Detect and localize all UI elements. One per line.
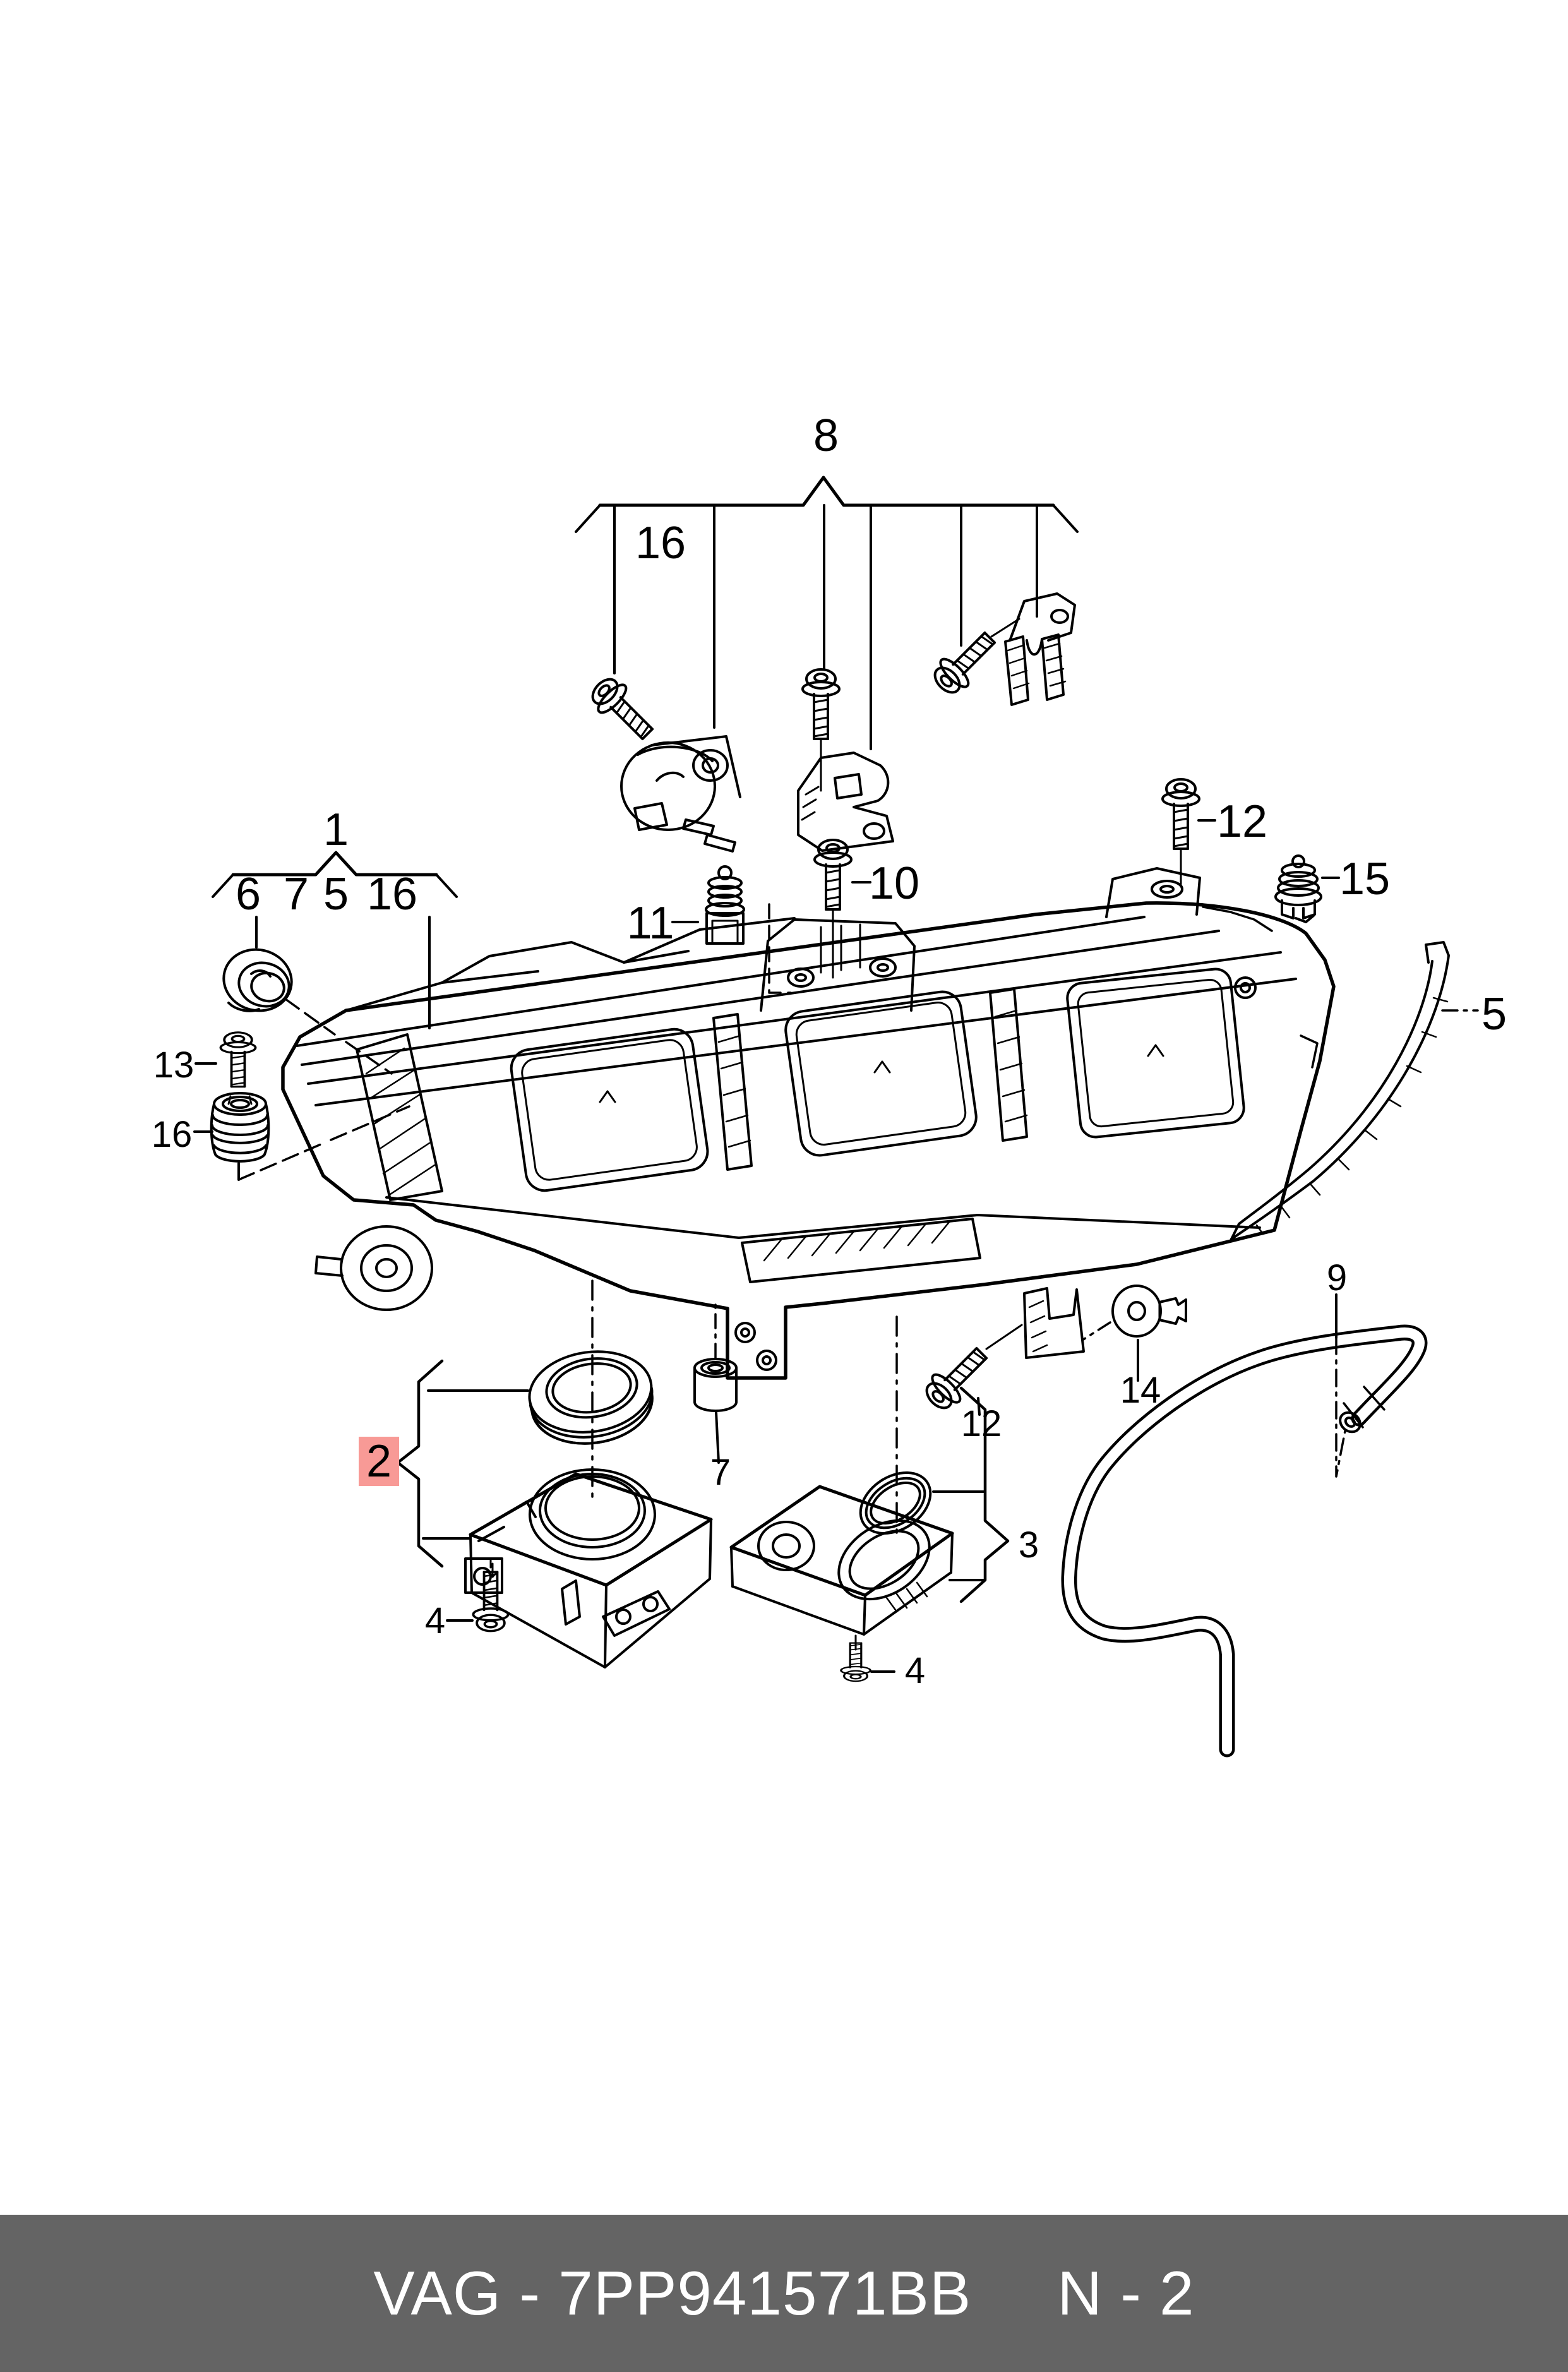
led-module-2-icon: [464, 1468, 713, 1668]
part-label-13: 13: [153, 1045, 195, 1086]
screw-4-bottom-icon: [840, 1634, 871, 1682]
part-label-6: 6: [236, 869, 261, 919]
part-label-11: 11: [627, 898, 674, 949]
cap-6-icon: [222, 948, 393, 1075]
part-label-4-left: 4: [425, 1600, 445, 1641]
part-label-4-bottom: 4: [905, 1650, 925, 1691]
part-label-16-left: 16: [152, 1114, 193, 1155]
leveling-motor-screw-icon: [585, 672, 661, 747]
hose-9-icon: [1061, 1324, 1428, 1758]
fastener-14-icon: [1111, 1285, 1187, 1338]
middle-bracket-icon: [797, 752, 894, 852]
part-label-5-row: 5: [323, 869, 349, 919]
part-label-9: 9: [1327, 1257, 1347, 1298]
headlight-assembly-drawing: [281, 867, 1336, 1380]
part-label-16-row: 16: [367, 869, 417, 919]
part-label-7-row: 7: [284, 869, 309, 919]
dashdot-14: [1081, 1321, 1111, 1341]
footer-bar: VAG - 7PP941571BB N - 2: [0, 2215, 1568, 2372]
screw-12-bottom-icon: [919, 1324, 1023, 1415]
part-label-1: 1: [323, 805, 349, 855]
part-label-12-top: 12: [1217, 796, 1267, 847]
screw-10-icon: [813, 839, 853, 979]
brace-3: [932, 1386, 1010, 1603]
right-bracket-icon: [1004, 592, 1076, 706]
bushing-16-icon: [210, 1092, 270, 1163]
screw-12-top-icon: [1161, 778, 1200, 885]
footer-page-code: N - 2: [1057, 2258, 1195, 2328]
highlight-box-2: [359, 1437, 399, 1486]
part-label-3: 3: [1019, 1524, 1039, 1566]
seal-ring-2-icon: [528, 1350, 654, 1445]
part-label-2-highlighted: 2: [366, 1436, 392, 1487]
part-label-12-bottom: 12: [961, 1403, 1002, 1444]
bracket-group-8: [575, 476, 1079, 750]
part-label-8: 8: [813, 410, 839, 461]
brace-2: [396, 1359, 529, 1568]
part-label-15: 15: [1339, 854, 1390, 904]
bushing-7-icon: [693, 1358, 738, 1412]
part-label-16-top: 16: [635, 518, 686, 568]
footer-part-code: VAG - 7PP941571BB: [373, 2258, 972, 2328]
part-label-5-right: 5: [1481, 989, 1507, 1039]
part-label-14: 14: [1120, 1370, 1161, 1411]
nut-15-icon: [1274, 854, 1322, 923]
led-module-3-icon: [729, 1485, 954, 1636]
middle-screw-icon: [801, 668, 841, 792]
clip-11-icon: [705, 865, 745, 945]
part-labels: 8 16 1 6 7 5 16 11 10 12 15 5 13 16 9 7 …: [152, 410, 1507, 1691]
screw-4-left-icon: [472, 1557, 510, 1632]
bracket-group-1: [212, 851, 458, 1029]
dashdot-16-left: [237, 1105, 410, 1181]
right-screw-icon: [928, 618, 1020, 700]
leveling-motor-icon: [620, 735, 741, 853]
part-label-7-bottom: 7: [710, 1452, 731, 1493]
trim-strip-5-icon: [1230, 941, 1450, 1240]
leader-7-bottom: [715, 1411, 720, 1464]
dashdot-9: [1335, 1336, 1346, 1478]
dashdot-11: [768, 903, 792, 994]
leader-12-bottom: [977, 1397, 981, 1416]
part-label-10: 10: [869, 858, 919, 909]
screw-13-icon: [219, 1031, 257, 1088]
